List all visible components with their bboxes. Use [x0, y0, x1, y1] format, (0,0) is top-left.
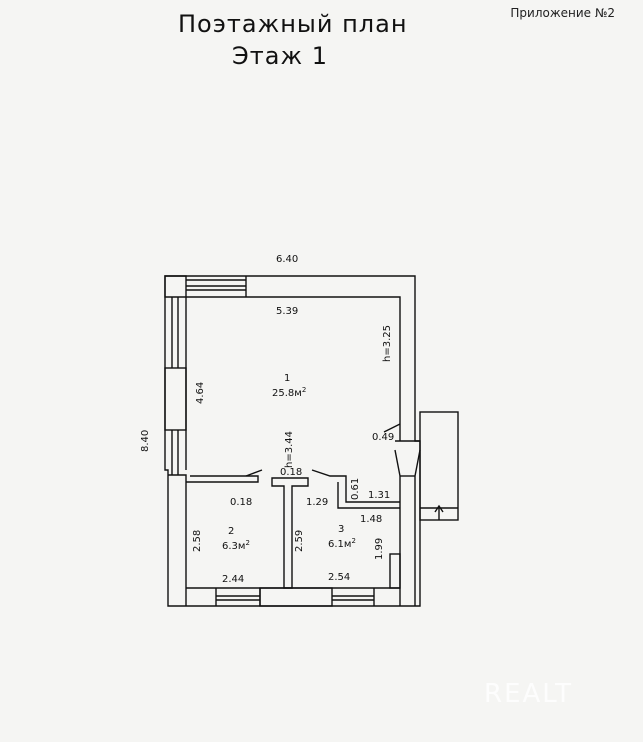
dim-259: 2.59	[294, 530, 305, 552]
vestibule	[394, 449, 421, 477]
dim-018-left: 0.18	[230, 497, 252, 508]
plan-title: Поэтажный план	[178, 10, 408, 38]
window-bottom-right	[332, 588, 375, 606]
room-2-number: 2	[228, 526, 234, 537]
dim-244: 2.44	[222, 574, 244, 585]
dim-room1-width: 5.39	[276, 306, 298, 317]
entry-arrow	[434, 504, 444, 520]
dim-outer-height: 8.40	[140, 430, 151, 452]
dim-199: 1.99	[374, 538, 385, 560]
window-bottom-left	[215, 588, 261, 606]
window-left-lower	[171, 430, 179, 475]
room-1-area: 25.8м2	[272, 386, 306, 399]
dim-outer-width: 6.40	[276, 254, 298, 265]
window-top-left	[186, 279, 246, 291]
dim-148: 1.48	[360, 514, 382, 525]
dim-018-top: 0.18	[280, 467, 302, 478]
dim-room1-height: 4.64	[195, 382, 206, 404]
dim-258: 2.58	[192, 530, 203, 552]
dim-h-right: h=3.25	[382, 325, 393, 362]
dim-061: 0.61	[350, 478, 361, 500]
window-left-upper	[171, 297, 179, 368]
room-1-number: 1	[284, 373, 290, 384]
partition-wall	[186, 475, 259, 483]
annex-label: Приложение №2	[510, 6, 615, 20]
room-2-area: 6.3м2	[222, 539, 250, 552]
room-3-number: 3	[338, 524, 344, 535]
dim-h-center: h=3.44	[284, 431, 295, 468]
outer-wall	[164, 275, 421, 607]
dim-049: 0.49	[372, 432, 394, 443]
floor-title: Этаж 1	[232, 42, 328, 70]
dim-254: 2.54	[328, 572, 350, 583]
dim-129: 1.29	[306, 497, 328, 508]
dim-131: 1.31	[368, 490, 390, 501]
room-3-area: 6.1м2	[328, 537, 356, 550]
watermark: REALT	[484, 679, 573, 709]
